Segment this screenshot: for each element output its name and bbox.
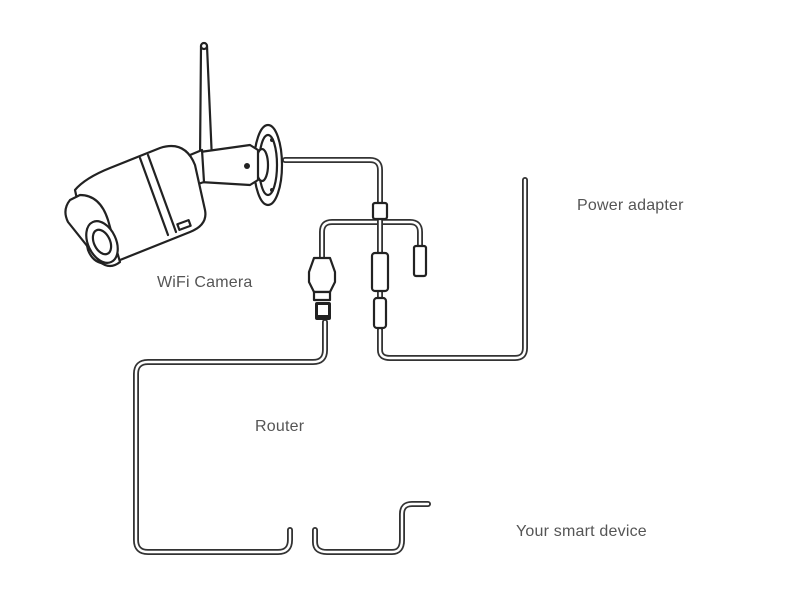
camera-cable: [282, 157, 383, 208]
camera-icon: [64, 41, 284, 268]
dc-connector-female: [370, 251, 390, 293]
dc-plug: [412, 244, 428, 278]
splitter-joint: [371, 201, 389, 221]
ethernet-cable-camera-router: [133, 319, 328, 555]
camera-label: WiFi Camera: [157, 274, 253, 291]
router-label: Router: [255, 418, 305, 435]
dc-connector-male: [372, 296, 388, 330]
rj45-coupler: [307, 256, 337, 320]
smart-device-label: Your smart device: [516, 523, 647, 540]
power-cable: [377, 177, 528, 361]
power-adapter-label: Power adapter: [577, 197, 684, 214]
ethernet-cable-router-laptop: [312, 501, 431, 555]
